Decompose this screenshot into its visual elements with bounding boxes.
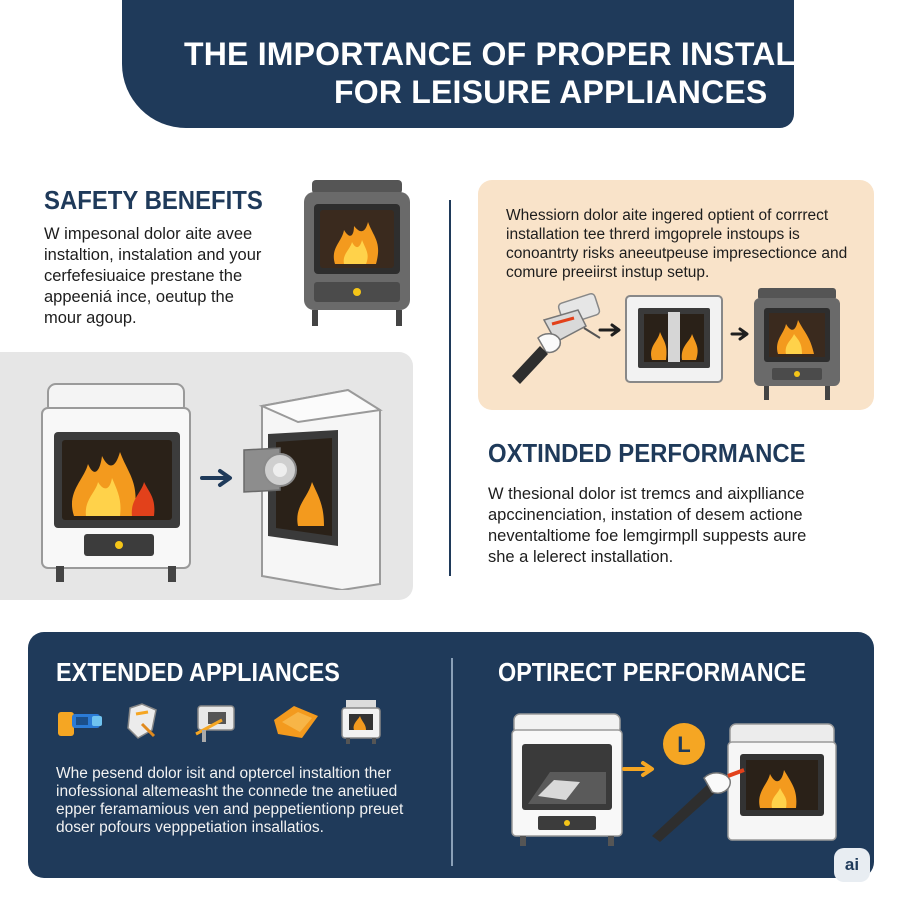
safety-text: W impesonal dolor aite avee instaltion, … [44, 224, 261, 329]
peach-line: installation tee threrd imgoprele instou… [506, 226, 800, 243]
white-stove-illustration [41, 383, 191, 582]
vertical-divider [449, 200, 451, 576]
arrow-right-icon [730, 327, 749, 341]
safety-line: appeeniá ince, oeutup the [44, 288, 234, 306]
arrow-right-icon [598, 323, 621, 337]
safety-line: cerfefesiuaice prestane the [44, 267, 243, 285]
fire-extinguisher-icon [58, 712, 102, 736]
performance-line: neventaltiome foe lemgirmpll suppests au… [488, 527, 807, 545]
title-line-2: FOR LEISURE APPLIANCES [334, 74, 768, 110]
extended-appliances-heading: EXTENDED APPLIANCES [56, 657, 340, 687]
arrow-right-icon [200, 469, 232, 487]
safety-heading: SAFETY BENEFITS [44, 185, 263, 215]
flame-guard-icon [274, 706, 318, 738]
watermark-badge: ai [834, 848, 870, 882]
badge-circle-icon: L [663, 723, 705, 765]
bottom-divider [451, 658, 453, 866]
gray-stove-icon [304, 180, 410, 326]
performance-line: apccinenciation, instation of desem acti… [488, 506, 803, 524]
safety-line: mour agoup. [44, 309, 137, 327]
installing-stove-illustration [652, 723, 837, 842]
stove-installation-illustration [243, 388, 383, 590]
peach-text: Whessiorn dolor aite ingered optient of … [506, 206, 847, 282]
title-banner: THE IMPORTANCE OF PROPER INSTALLATION FO… [122, 0, 906, 128]
optirect-performance-heading: OPTIRECT PERFORMANCE [498, 657, 807, 687]
bottom-text: Whe pesend dolor isit and optercel insta… [56, 765, 403, 837]
extended-performance-text: W thesional dolor ist tremcs and aixplli… [488, 484, 806, 568]
title-line-1: THE IMPORTANCE OF PROPER INSTALLATION [184, 36, 906, 72]
bottom-line: epper feramamious ven and peppetientionp… [56, 801, 404, 818]
extended-performance-heading: OXTINDED PERFORMANCE [488, 438, 806, 468]
bottom-line: doser pofours vepppetiation insallatios. [56, 819, 324, 836]
bottom-line: inofessional altemeasht the connede tne … [56, 783, 398, 800]
installed-stove-icon [754, 288, 840, 400]
firebox-icon [625, 295, 723, 383]
stove-icon [341, 700, 381, 744]
arrow-right-icon [622, 761, 654, 777]
safety-line: W impesonal dolor aite avee [44, 225, 253, 243]
wrench-hand-icon [512, 292, 601, 384]
safety-line: instaltion, instalation and your [44, 246, 262, 264]
hand-tool-icon [127, 703, 157, 739]
bottom-line: Whe pesend dolor isit and optercel insta… [56, 765, 392, 782]
peach-line: comure preeiirst instup setup. [506, 264, 710, 281]
installation-tool-icon [195, 705, 235, 742]
performance-line: she a lelerect installation. [488, 548, 674, 566]
peach-line: Whessiorn dolor aite ingered optient of … [506, 207, 829, 224]
peach-line: conoantrty risks aneeutpeuse impresectio… [506, 245, 848, 262]
performance-line: W thesional dolor ist tremcs and aixplli… [488, 485, 805, 503]
open-oven-illustration [511, 713, 623, 846]
badge-letter: L [677, 732, 690, 757]
